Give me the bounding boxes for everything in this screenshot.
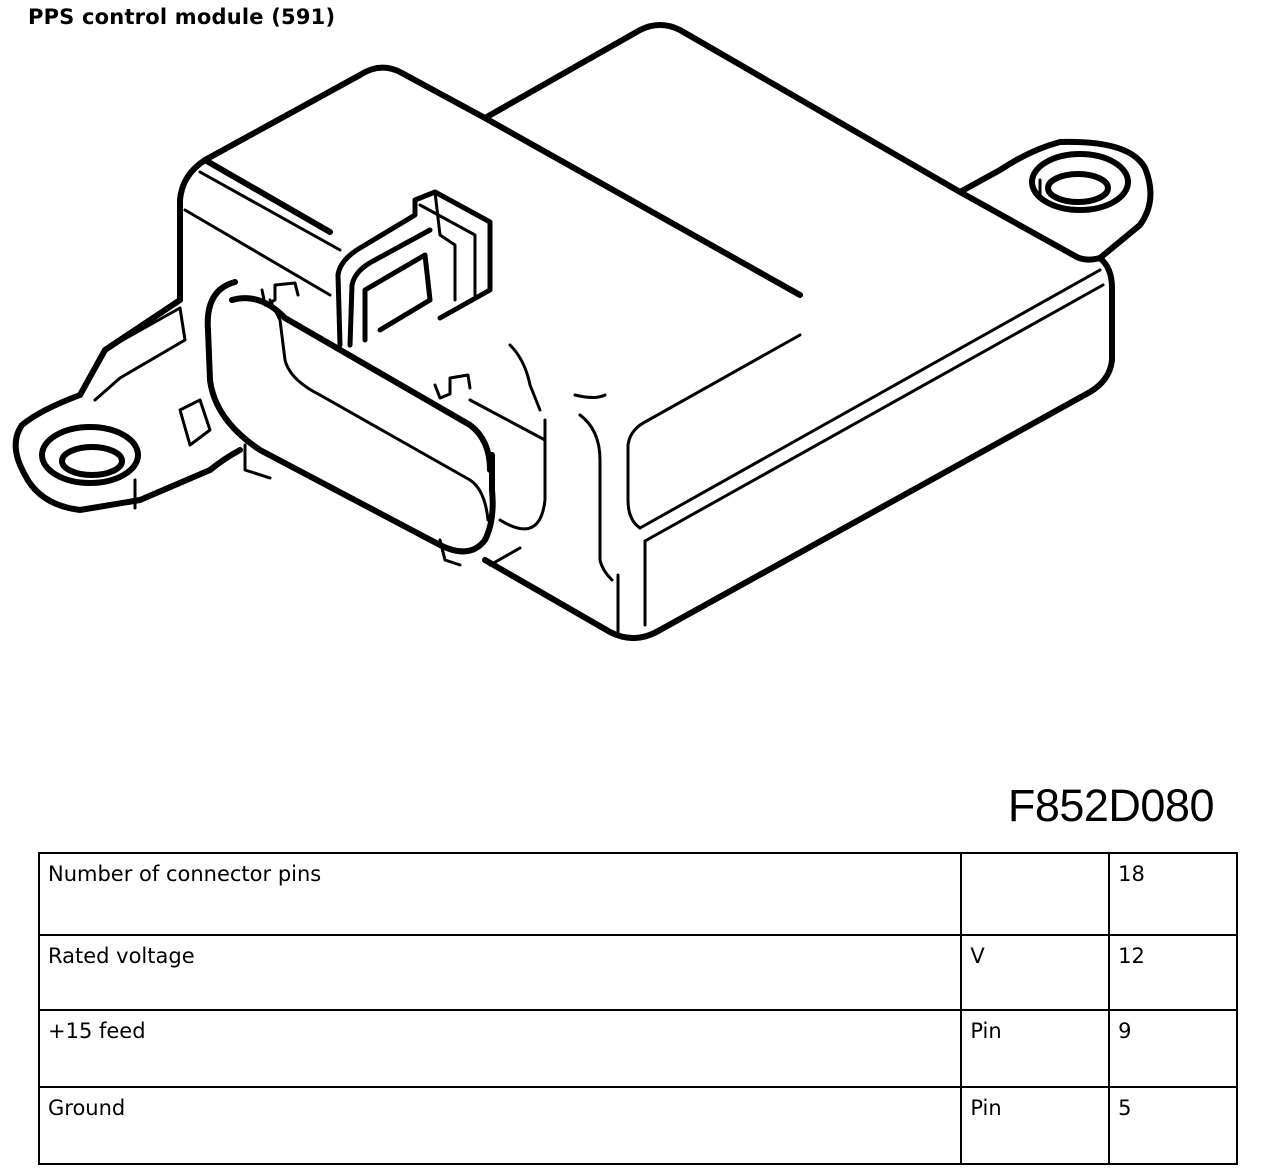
connector-lock bbox=[335, 189, 493, 348]
spec-table: Number of connector pins 18 Rated voltag… bbox=[37, 852, 1238, 1165]
housing-details bbox=[183, 170, 1105, 637]
mounting-ear-right bbox=[1029, 151, 1131, 213]
table-cell-value: 12 bbox=[1108, 934, 1238, 1011]
table-cell-unit: Pin bbox=[960, 1086, 1111, 1165]
table-cell-unit: Pin bbox=[960, 1009, 1111, 1088]
table-cell-unit: V bbox=[960, 934, 1111, 1011]
table-row: Ground Pin 5 bbox=[37, 1086, 1238, 1165]
table-cell-value: 9 bbox=[1108, 1009, 1238, 1088]
table-cell-unit bbox=[960, 852, 1111, 936]
control-module-illustration bbox=[12, 22, 1154, 641]
page-title: PPS control module (591) bbox=[28, 5, 336, 29]
table-cell-value: 5 bbox=[1108, 1086, 1238, 1165]
table-row: Rated voltage V 12 bbox=[37, 934, 1238, 1011]
connector-body bbox=[204, 279, 496, 555]
drawing-code: F852D080 bbox=[1007, 780, 1215, 831]
table-row: Number of connector pins 18 bbox=[37, 852, 1238, 936]
table-cell-parameter: +15 feed bbox=[37, 1009, 963, 1088]
table-cell-parameter: Number of connector pins bbox=[37, 852, 963, 936]
table-row: +15 feed Pin 9 bbox=[37, 1009, 1238, 1088]
module-housing bbox=[177, 22, 1154, 641]
table-cell-parameter: Ground bbox=[37, 1086, 963, 1165]
mounting-ear-left bbox=[12, 297, 243, 513]
connector-inner bbox=[243, 281, 547, 567]
table-cell-parameter: Rated voltage bbox=[37, 934, 963, 1011]
table-cell-value: 18 bbox=[1108, 852, 1238, 936]
